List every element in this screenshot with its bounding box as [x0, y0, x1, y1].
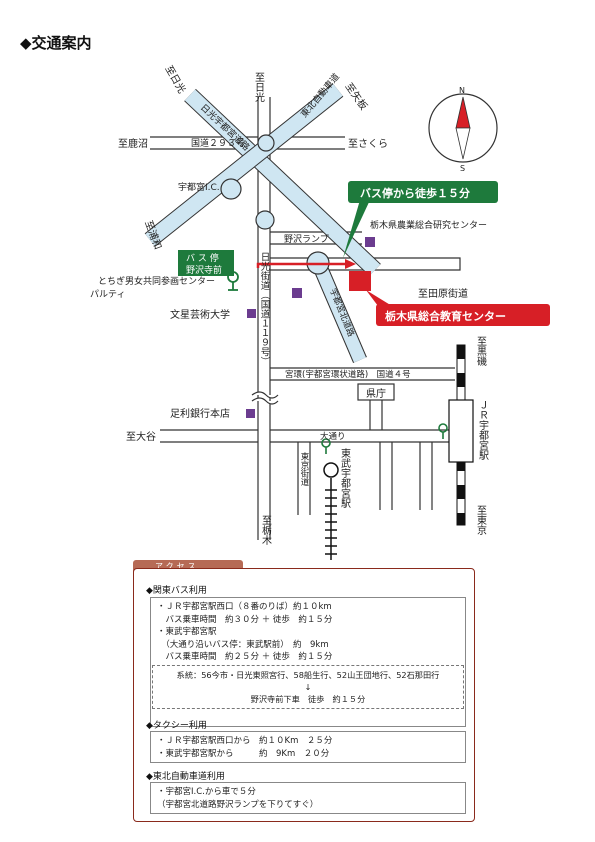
odori-label: 大通り [320, 431, 346, 442]
bus-stop-icon [438, 423, 448, 439]
to-kurobane-label: 至黒磯 [475, 336, 487, 367]
svg-text:バス停から徒歩１５分: バス停から徒歩１５分 [360, 186, 470, 200]
bunsei-marker [247, 309, 256, 318]
bus-line: ・ＪＲ宇都宮駅西口（８番のりば）約１０km [157, 602, 332, 612]
to-oyama-label: 至大谷 [126, 430, 156, 443]
bus-line: バス乗車時間 約２５分 ＋ 徒歩 約１５分 [157, 652, 333, 662]
agri-center-marker [365, 237, 375, 247]
page-title: ◆交通案内 [20, 34, 92, 52]
education-center-callout: 栃木県総合教育センター [366, 290, 550, 326]
route-arrow [256, 259, 356, 269]
tobu-station-icon [323, 462, 339, 478]
to-sakura-label: 至さくら [348, 138, 388, 150]
nikko-kaido-label: 日光街道（国道１１９号） [259, 252, 271, 366]
kencho-box [357, 383, 395, 401]
access-tab-label: アクセス [155, 562, 199, 571]
interchange-icon [255, 210, 275, 230]
bus-info-box: ・ＪＲ宇都宮駅西口（８番のりば）約１０km バス乗車時間 約３０分 ＋ 徒歩 約… [150, 597, 466, 727]
education-center-marker [349, 271, 371, 291]
svg-text:S: S [460, 164, 465, 173]
access-map: 日光宇都宮道路 東北自動車道 宇都宮北道路 [90, 63, 550, 560]
utsunomiya-ic-label: 宇都宮I.C. [178, 181, 220, 193]
route-line: 野沢寺前下車 徒歩 約１５分 [250, 694, 366, 704]
busstop-callout: バ ス 停 野沢寺前 [178, 250, 234, 276]
taxi-line: ・ＪＲ宇都宮駅西口から 約１０Km ２５分 [157, 736, 333, 746]
taxi-section-title: ◆タクシー利用 [146, 721, 207, 731]
expressway-line: （宇都宮北道路野沢ランプを下りてすぐ） [157, 799, 319, 810]
ashikaga-bank-label: 足利銀行本店 [170, 407, 230, 420]
to-tochigi-label: 至栃木 [260, 515, 272, 546]
gender-center-label: とちぎ男女共同参画センター [98, 275, 215, 287]
to-tokyo-label: 至東京 [475, 505, 487, 536]
bus-section-title: ◆関東バス利用 [146, 586, 207, 596]
expressway-info-box: ・宇都宮I.C.から車で５分 （宇都宮北道路野沢ランプを下りてすぐ） [150, 782, 466, 814]
svg-text:野沢寺前: 野沢寺前 [186, 264, 222, 276]
access-panel: ◆関東バス利用 ・ＪＲ宇都宮駅西口（８番のりば）約１０km バス乗車時間 約３０… [133, 568, 475, 822]
to-kanuma-label: 至鹿沼 [118, 137, 148, 150]
expressway-line: ・宇都宮I.C.から車で５分 [157, 787, 256, 797]
to-nikko-west-label: 至日光 [162, 63, 188, 95]
tokyo-kaido-label: 東京街道 [299, 451, 309, 487]
ring-road-label: 宮環(宇都宮環状道路) 国道４号 [285, 369, 411, 380]
bus-line: バス乗車時間 約３０分 ＋ 徒歩 約１５分 [157, 614, 333, 625]
route-arrow-text: ↓ [304, 682, 312, 692]
to-tahara-label: 至田原街道 [418, 287, 468, 300]
taxi-info-box: ・ＪＲ宇都宮駅西口から 約１０Km ２５分 ・東武宇都宮駅から 約 9Km ２０… [150, 731, 466, 763]
taxi-line: ・東武宇都宮駅から 約 9Km ２０分 [157, 748, 330, 759]
road-break [251, 391, 279, 405]
to-yaita-label: 至矢板 [343, 80, 371, 112]
palty-marker [292, 288, 302, 298]
bus-line: （大通り沿いバス停：東武駅前） 約 9km [157, 639, 329, 650]
bus-stop-icon [321, 438, 331, 454]
kencho-label: 県庁 [366, 387, 386, 400]
tobu-station-label: 東武宇都宮駅 [339, 447, 351, 509]
road-network [150, 97, 461, 540]
jr-railway [448, 344, 474, 526]
bus-line: ・東武宇都宮駅 [157, 627, 217, 637]
to-nikko-north-label: 至日光 [253, 72, 265, 103]
route-line: 系統：56今市・日光東照宮行、58船生行、52山王団地行、52石那田行 [176, 670, 440, 680]
bunsei-label: 文星芸術大学 [170, 308, 230, 321]
interchange-icon [257, 134, 275, 152]
route-info-box: 系統：56今市・日光東照宮行、58船生行、52山王団地行、52石那田行 ↓ 野沢… [152, 665, 464, 709]
svg-text:バ ス 停: バ ス 停 [186, 252, 219, 264]
nozawa-ramp-label: 野沢ランプ [284, 233, 329, 245]
tobu-railway [325, 478, 337, 560]
ashikaga-bank-marker [246, 409, 255, 418]
expressway-section-title: ◆東北自動車道利用 [146, 772, 225, 782]
svg-text:栃木県総合教育センター: 栃木県総合教育センター [385, 309, 506, 323]
interchange-icon [220, 178, 242, 200]
expressways [144, 83, 381, 363]
walk-callout: バス停から徒歩１５分 [343, 181, 498, 258]
agri-center-label: 栃木県農業総合研究センター [370, 219, 487, 231]
svg-text:N: N [459, 86, 465, 95]
compass-icon: N S [428, 86, 498, 173]
palty-label: パルティ [90, 289, 125, 300]
jr-station-label: ＪＲ宇都宮駅 [477, 400, 489, 461]
route293-label: 国道２９３号 [191, 137, 245, 149]
